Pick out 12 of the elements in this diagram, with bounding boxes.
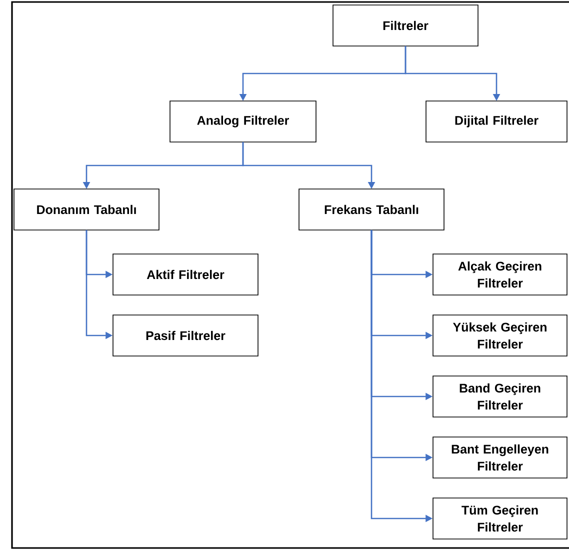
box: Filtreler bbox=[332, 4, 478, 46]
box: Band Geçiren Filtreler bbox=[432, 376, 568, 418]
box: Frekans Tabanlı bbox=[298, 188, 444, 230]
box: Analog Filtreler bbox=[170, 100, 316, 142]
box: Aktif Filtreler bbox=[112, 254, 258, 296]
box: Pasif Filtreler bbox=[112, 314, 258, 356]
box: Bant Engelleyen Filtreler bbox=[432, 436, 568, 478]
box: Yüksek Geçiren Filtreler bbox=[432, 314, 568, 356]
box: Tüm Geçiren Filtreler bbox=[432, 498, 568, 540]
box: Dijital Filtreler bbox=[426, 100, 568, 142]
box: Donanım Tabanlı bbox=[14, 188, 160, 230]
box: Alçak Geçiren Filtreler bbox=[432, 254, 568, 296]
